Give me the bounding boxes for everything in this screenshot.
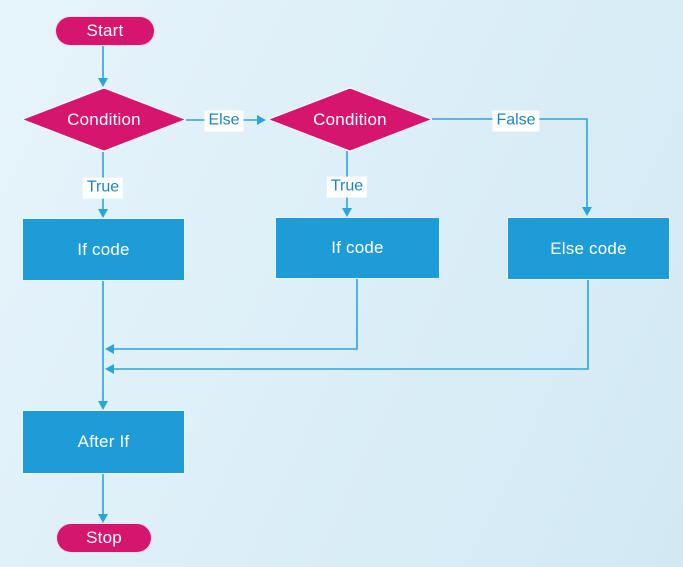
if-code2-node: If code — [275, 217, 440, 279]
edge-label-else: Else — [204, 110, 244, 132]
condition1-node-label: Condition — [67, 109, 141, 129]
condition2-node-label: Condition — [313, 109, 387, 129]
else-code-node: Else code — [507, 217, 670, 280]
if-code1-node: If code — [22, 218, 185, 281]
start-node-label: Start — [86, 21, 124, 40]
if-code2-node-label: If code — [331, 238, 384, 257]
edge-start-condition1 — [98, 46, 108, 87]
edge-label-true2: True — [326, 176, 368, 198]
if-code1-node-label: If code — [77, 239, 130, 259]
edge-label-true1: True — [82, 177, 124, 199]
stop-node-label: Stop — [86, 528, 122, 547]
edge-label-false: False — [492, 110, 540, 132]
else-code-node-label: Else code — [550, 238, 627, 258]
after-if-node-label: After If — [77, 432, 130, 451]
edge-ifcode2-merge — [105, 279, 358, 354]
stop-node: Stop — [56, 523, 152, 553]
edge-afterif-stop — [98, 474, 108, 523]
edge-condition2-elsecode — [432, 118, 592, 216]
start-node: Start — [55, 16, 155, 46]
edge-ifcode1-afterif — [98, 281, 108, 410]
after-if-node: After If — [22, 410, 185, 474]
edge-elsecode-merge — [105, 280, 589, 374]
